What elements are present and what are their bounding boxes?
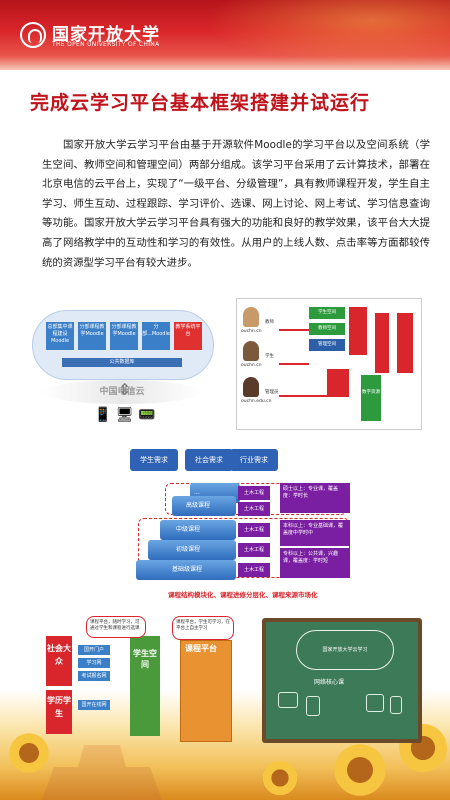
side-red-box (375, 313, 389, 373)
admin-photo-icon (243, 377, 259, 397)
cloud-architecture-diagram: 总部集中课程建设Moodle 分部课程教学Moodle 分部课程教学Moodle… (32, 300, 214, 430)
role-label: 教师 (265, 320, 274, 325)
need-tag: 学生需求 (130, 449, 178, 471)
diagram-box: 教学系统平台 (174, 322, 202, 350)
speech-bubble: 课程平台，学生可学习，在平台上自主学习 (172, 616, 234, 640)
need-tag: 行业需求 (230, 449, 278, 471)
audience-column: 社会大众 (46, 636, 72, 686)
monitor-sketch-icon (366, 694, 384, 712)
portal-box: 国开门户 (78, 645, 110, 655)
diagram-box: 分部...Moodle (142, 322, 170, 350)
role-label: 学生 (265, 354, 274, 359)
public-db-bar: 公共数据库 (62, 358, 182, 367)
body-paragraph: 国家开放大学云学习平台由基于开源软件Moodle的学习平台以及空间系统（学生空间… (42, 139, 430, 269)
course-tag: 土木工程 (238, 502, 270, 516)
course-step: 高级课程 (172, 496, 236, 516)
portal-box: 国开在线网 (78, 700, 110, 710)
level-note: 专科以上：公共课，兴趣课，覆盖度：学时短 (280, 548, 350, 578)
audience-column: 学历学生 (46, 690, 72, 734)
page-title: 完成云学习平台基本框架搭建并试运行 (30, 92, 371, 114)
level-note: 硕士以上：专业课，覆盖度：学时长 (280, 483, 350, 513)
portal-box: 考试报名网 (78, 671, 110, 681)
building-silhouette (42, 745, 162, 800)
devices-icon: 📱 🖥 📟 (94, 407, 156, 423)
course-step: 中级课程 (160, 520, 236, 540)
university-name-en: THE OPEN UNIVERSITY OF CHINA (52, 41, 160, 48)
pyramid-caption: 课程结构模块化、课程进修分层化、课程来源市场化 (168, 591, 318, 599)
blackboard-text: 网络核心课 (314, 679, 345, 686)
teacher-photo-icon (243, 307, 259, 327)
student-photo-icon (243, 341, 259, 361)
role-label: 管理员 (265, 390, 279, 395)
course-tag: 土木工程 (238, 563, 270, 577)
blackboard-illustration: 国家开放大学云学习 网络核心课 (262, 618, 422, 743)
need-tag: 社会需求 (185, 449, 233, 471)
course-tag: 土木工程 (238, 543, 270, 557)
course-platform-panel (180, 640, 232, 742)
arrow-line (279, 329, 309, 331)
student-space-box: 学生空间 (130, 636, 160, 736)
portal-box: 学习网 (78, 658, 110, 668)
university-name-cn: 国家开放大学 (52, 25, 160, 45)
diagram-box: 总部集中课程建设Moodle (46, 322, 74, 350)
university-logo-icon (20, 22, 46, 48)
side-red-box (349, 307, 367, 355)
url-label: ouchn.edu.cn (241, 399, 272, 404)
tablet-sketch-icon (306, 696, 320, 716)
side-red-box (397, 313, 413, 373)
sunflower-icon (6, 730, 52, 776)
space-box: 学生空间 (309, 307, 345, 319)
course-step: 基础级课程 (136, 560, 236, 580)
resource-box: 数字资源 (361, 375, 381, 421)
diagram-box: 分部课程教学Moodle (78, 322, 106, 350)
space-box: 教师空间 (309, 323, 345, 335)
sunflower-icon (260, 758, 300, 798)
telecom-cloud: 中国电信云 (42, 380, 202, 404)
course-step: 初级课程 (148, 540, 236, 560)
url-label: ouchn.cn (241, 363, 262, 368)
sunflower-icon (330, 740, 390, 800)
space-system-diagram: ouchn.cn ouchn.cn ouchn.edu.cn 教师 学生 管理员… (236, 298, 422, 430)
arrow-line (279, 363, 309, 365)
header-banner: 国家开放大学 THE OPEN UNIVERSITY OF CHINA (0, 0, 450, 70)
space-box: 管理空间 (309, 339, 345, 351)
course-tag: 土木工程 (238, 523, 270, 537)
phone-sketch-icon (390, 696, 402, 714)
updown-arrow-icon: ⇕ (118, 380, 132, 399)
url-label: ouchn.cn (241, 329, 262, 334)
course-tag: 土木工程 (238, 486, 270, 500)
blackboard-cloud: 国家开放大学云学习 (296, 630, 394, 670)
flag-glow (190, 0, 450, 70)
level-note: 本科以上：专业基础课，覆盖度中学时中 (280, 520, 350, 546)
diagram-box: 分部课程教学Moodle (110, 322, 138, 350)
side-red-box (327, 369, 349, 397)
arrow-line (279, 395, 327, 397)
speech-bubble: 课程平台，随时学习，可通过学生和课程进行选课 (86, 616, 146, 638)
computer-sketch-icon (278, 692, 298, 708)
course-platform-title: 课程平台 (185, 644, 217, 653)
